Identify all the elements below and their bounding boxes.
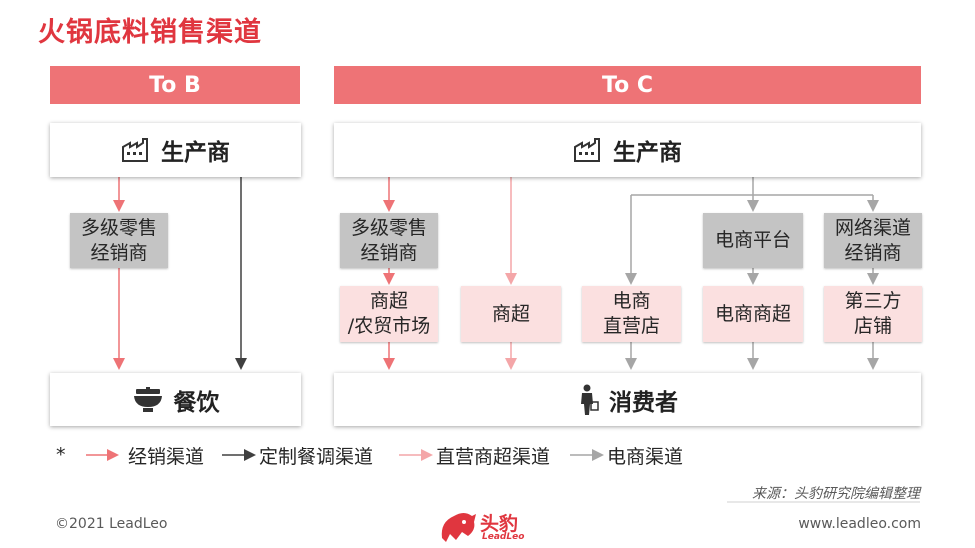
toc-third-party-store: 第三方 店铺 (824, 286, 922, 342)
shopper-icon (577, 384, 599, 416)
tob-producer-label: 生产商 (161, 140, 230, 166)
to-c-banner: To C (334, 66, 921, 104)
page-title: 火锅底料销售渠道 (38, 17, 262, 48)
tob-producer-card: 生产商 (50, 123, 301, 177)
factory-icon (573, 137, 603, 163)
copyright: ©2021 LeadLeo (55, 516, 168, 532)
toc-consumer-card: 消费者 (334, 373, 921, 426)
toc-producer-card: 生产商 (334, 123, 921, 177)
toc-supermarket-market: 商超 /农贸市场 (340, 286, 438, 342)
toc-producer-label: 生产商 (613, 140, 682, 166)
source-note: 来源：头豹研究院编辑整理 (752, 486, 920, 502)
toc-ecommerce-direct: 电商 直营店 (582, 286, 681, 342)
legend-label-2: 定制餐调渠道 (259, 445, 374, 468)
legend-label-1: 经销渠道 (128, 445, 205, 468)
legend-label-3: 直营商超渠道 (436, 445, 551, 468)
leopard-logo-icon (441, 513, 476, 542)
toc-ecommerce-platform: 电商平台 (703, 213, 803, 268)
footer-logo: 头豹 LeadLeo (438, 508, 538, 544)
toc-ecommerce-supermarket: 电商商超 (703, 286, 803, 342)
legend: * 经销渠道 定制餐调渠道 直营商超渠道 电商渠道 (56, 441, 756, 469)
to-b-label: To B (149, 72, 201, 98)
legend-label-4: 电商渠道 (607, 445, 684, 468)
consumer-label: 消费者 (609, 389, 678, 416)
website: www.leadleo.com (798, 516, 921, 532)
factory-icon (121, 137, 151, 163)
legend-asterisk: * (56, 444, 66, 466)
to-c-label: To C (601, 72, 653, 98)
tob-retail-distributor: 多级零售 经销商 (70, 213, 168, 268)
to-b-banner: To B (50, 66, 300, 104)
toc-supermarket: 商超 (461, 286, 561, 342)
tob-restaurant-card: 餐饮 (50, 373, 301, 426)
hotpot-icon (132, 386, 164, 413)
logo-text: 头豹 (480, 513, 519, 535)
restaurant-label: 餐饮 (173, 389, 220, 416)
logo-subtext: LeadLeo (482, 532, 525, 542)
toc-retail-distributor: 多级零售 经销商 (340, 213, 438, 268)
toc-online-distributor: 网络渠道 经销商 (824, 213, 922, 268)
